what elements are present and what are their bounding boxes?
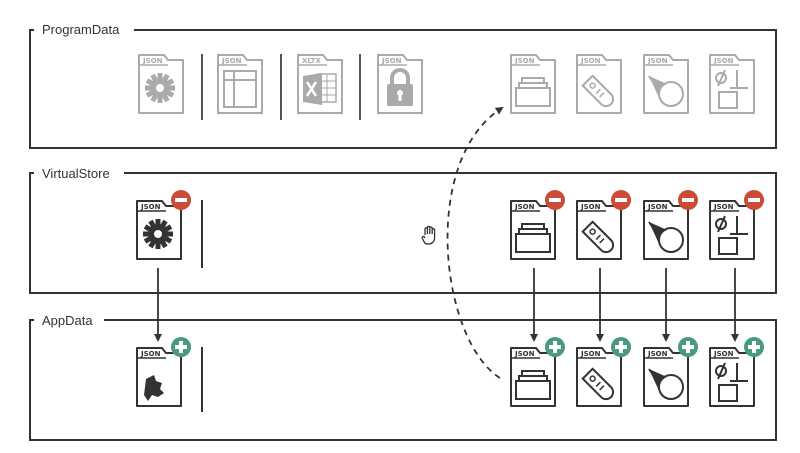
drop-file-icon[interactable]: JSON [643, 190, 698, 260]
file-type-tag: JSON [647, 57, 668, 65]
stack-file-icon[interactable]: JSON [510, 190, 565, 260]
program-data-label: ProgramData [42, 22, 120, 37]
drop-file-icon[interactable]: JSON [643, 54, 689, 114]
virtual-store-frame [29, 172, 777, 294]
drop-file-icon[interactable]: JSON [643, 337, 698, 407]
plus-circle-icon [678, 337, 698, 357]
file-type-tag: JSON [221, 57, 242, 65]
copy-arrows [154, 268, 739, 342]
excel-template-file-icon[interactable]: XLTX [297, 54, 343, 114]
virtual-store-section: VirtualStore [29, 162, 777, 294]
settings-file-icon[interactable]: JSON [136, 190, 191, 260]
settings-file-icon[interactable]: JSON [138, 54, 184, 114]
program-data-section: ProgramData [29, 18, 777, 149]
file-type-tag: JSON [140, 203, 161, 211]
plus-circle-icon [611, 337, 631, 357]
app-data-files: JSON JSON JSON JSON JSON [136, 337, 764, 412]
program-data-files: JSON JSON XLTX JSON JSON JSON [138, 54, 755, 120]
plus-circle-icon [744, 337, 764, 357]
tag-file-icon[interactable]: JSON [576, 337, 631, 407]
phi-file-icon[interactable]: JSON [709, 190, 764, 260]
file-type-tag: JSON [514, 57, 535, 65]
file-type-tag: JSON [580, 350, 601, 358]
file-type-tag: JSON [580, 203, 601, 211]
lock-file-icon[interactable]: JSON [377, 54, 423, 114]
file-type-tag: JSON [647, 203, 668, 211]
file-type-tag: JSON [514, 350, 535, 358]
program-data-frame [29, 29, 777, 149]
virtual-store-files: JSON JSON JSON JSON JSON [136, 190, 764, 268]
minus-circle-icon [545, 190, 565, 210]
file-type-tag: JSON [713, 57, 734, 65]
plus-circle-icon [545, 337, 565, 357]
plus-circle-icon [171, 337, 191, 357]
virtual-store-label: VirtualStore [42, 166, 110, 181]
table-file-icon[interactable]: JSON [217, 54, 263, 114]
stack-file-icon[interactable]: JSON [510, 54, 556, 114]
tag-file-icon[interactable]: JSON [576, 54, 622, 114]
file-type-tag: JSON [381, 57, 402, 65]
dashed-move-arrow [446, 106, 504, 379]
phi-file-icon[interactable]: JSON [709, 54, 755, 114]
file-type-tag: JSON [713, 350, 734, 358]
file-type-tag: JSON [580, 57, 601, 65]
minus-circle-icon [171, 190, 191, 210]
file-type-tag: JSON [514, 203, 535, 211]
phi-file-icon[interactable]: JSON [709, 337, 764, 407]
stack-file-icon[interactable]: JSON [510, 337, 565, 407]
minus-circle-icon [611, 190, 631, 210]
app-data-section: AppData [29, 309, 777, 441]
file-type-tag: XLTX [302, 57, 321, 65]
minus-circle-icon [744, 190, 764, 210]
hand-cursor-icon [421, 225, 436, 245]
file-type-tag: JSON [142, 57, 163, 65]
settings-file-icon[interactable]: JSON [136, 337, 191, 407]
file-type-tag: JSON [647, 350, 668, 358]
minus-circle-icon [678, 190, 698, 210]
app-data-frame [29, 319, 777, 441]
file-type-tag: JSON [713, 203, 734, 211]
app-data-label: AppData [42, 313, 93, 328]
tag-file-icon[interactable]: JSON [576, 190, 631, 260]
file-type-tag: JSON [140, 350, 161, 358]
